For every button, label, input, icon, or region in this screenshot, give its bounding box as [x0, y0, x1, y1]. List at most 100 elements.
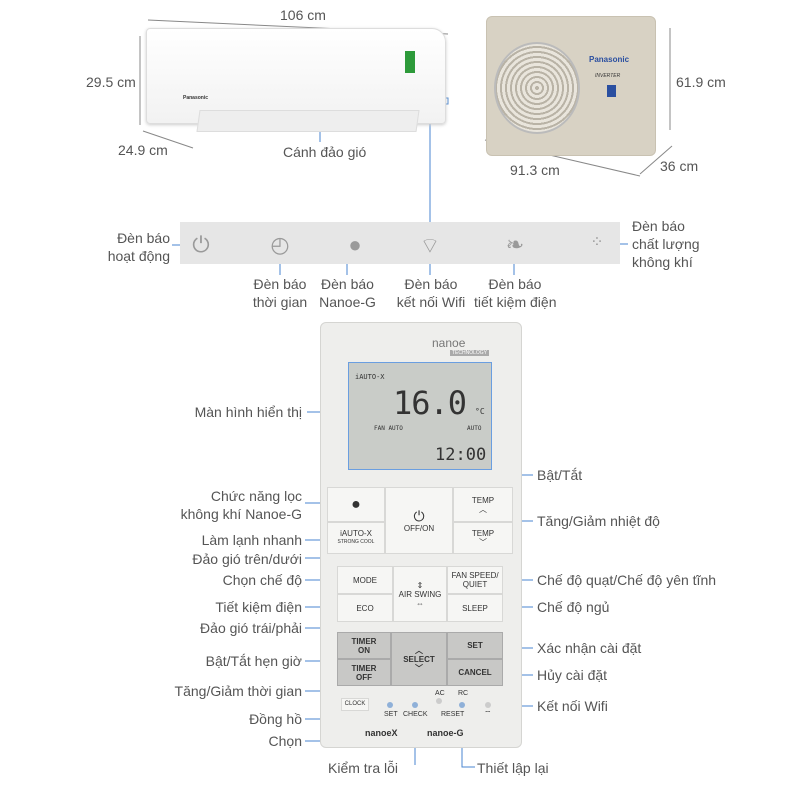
lcd-temp: 16.0 — [393, 384, 467, 422]
callout-timer: Bật/Tắt hẹn giờ — [205, 653, 302, 669]
chevron-up-icon: ︿ — [479, 504, 487, 514]
air-quality-icon: ⁘ — [590, 234, 604, 251]
check-pinhole[interactable] — [412, 702, 418, 708]
callout-nanoe-filter: Chức năng lọc không khí Nanoe-G — [180, 488, 302, 522]
outdoor-width-label: 91.3 cm — [510, 162, 560, 178]
callout-eco: Tiết kiệm điện — [215, 599, 302, 615]
lcd-unit: °C — [475, 407, 485, 416]
nanoe-g-logo: nanoe-G — [427, 728, 464, 738]
callout-temp: Tăng/Giảm nhiệt độ — [537, 513, 660, 529]
select-up-icon: ︿ — [415, 645, 423, 655]
temp-up-label: TEMP — [471, 495, 495, 505]
vane-label: Cánh đảo gió — [283, 144, 367, 160]
lcd-time: 12:00 — [435, 445, 487, 465]
nanoe-icon: ● — [348, 232, 362, 257]
indoor-brand: Panasonic — [183, 95, 209, 101]
badge-icon — [607, 85, 616, 97]
callout-select: Chọn — [268, 733, 302, 749]
air-vane — [196, 110, 420, 132]
callout-time-adjust: Tăng/Giảm thời gian — [174, 683, 302, 699]
select-button[interactable]: ︿SELECT﹀ — [391, 632, 447, 686]
select-down-icon: ﹀ — [415, 663, 423, 673]
air-swing-button[interactable]: ⇕AIR SWING⇔ — [393, 566, 447, 622]
wifi-small-icon: ⌔ — [484, 709, 492, 718]
fan-speed-button[interactable]: FAN SPEED/ QUIET — [447, 566, 503, 594]
lcd-swing: AUTO — [467, 425, 482, 432]
set-pinhole[interactable] — [387, 702, 393, 708]
cancel-button[interactable]: CANCEL — [447, 659, 503, 686]
eco-indicator-label: Đèn báo tiết kiệm điện — [474, 276, 557, 310]
indoor-unit: Panasonic — [146, 28, 446, 124]
temp-down-label: TEMP — [471, 529, 495, 538]
callout-check: Kiểm tra lỗi — [328, 760, 399, 776]
outdoor-brand: Panasonic — [589, 55, 630, 64]
check-label: CHECK — [403, 711, 428, 718]
temp-down-button[interactable]: TEMP﹀ — [453, 522, 513, 554]
callout-set: Xác nhận cài đặt — [537, 640, 642, 656]
outdoor-depth-label: 36 cm — [660, 158, 699, 174]
select-label: SELECT — [403, 654, 435, 664]
leaf-icon: ❧ — [505, 232, 525, 257]
nanoe-indicator-label: Đèn báo Nanoe-G — [319, 276, 376, 310]
timer-icon: ◴ — [270, 232, 290, 257]
lcd-screen: iAUTO-X 16.0 °C FAN AUTO AUTO 12:00 — [348, 362, 492, 470]
remote-logo-sub: TECHNOLOGY — [450, 350, 490, 356]
timer-indicator-label: Đèn báo thời gian — [252, 276, 308, 310]
timer-on-button[interactable]: TIMER ON — [337, 632, 391, 659]
rc-label: RC — [458, 690, 469, 697]
power-indicator-label: Đèn báo hoạt động — [107, 230, 170, 264]
callout-sleep: Chế độ ngủ — [537, 599, 610, 615]
energy-label-icon — [405, 51, 415, 73]
reset-label: RESET — [441, 711, 465, 718]
ac-reset-pinhole[interactable] — [436, 698, 442, 704]
swing-updown-icon: ⇕ — [416, 580, 424, 590]
swing-leftright-icon: ⇔ — [416, 598, 424, 608]
sleep-button[interactable]: SLEEP — [447, 594, 503, 622]
indoor-height-label: 29.5 cm — [86, 74, 136, 90]
indoor-width-label: 106 cm — [280, 7, 326, 23]
set-small-label: SET — [384, 711, 398, 718]
air-quality-indicator-label: Đèn báo chất lượng không khí — [632, 218, 700, 270]
power-button-icon: ⏻ — [413, 508, 425, 524]
iauto-x-label: iAUTO-X — [340, 529, 372, 538]
set-button[interactable]: SET — [447, 632, 503, 659]
air-swing-label: AIR SWING — [398, 589, 442, 599]
callout-reset: Thiết lập lại — [477, 760, 549, 776]
callout-display: Màn hình hiển thị — [194, 404, 302, 420]
clock-button[interactable]: CLOCK — [341, 698, 369, 711]
indicator-panel — [180, 222, 620, 264]
remote-logo: nanoe — [432, 336, 466, 350]
callout-fan-speed: Chế độ quạt/Chế độ yên tĩnh — [537, 572, 717, 588]
power-icon: ⏻ — [192, 232, 210, 257]
eco-button[interactable]: ECO — [337, 594, 393, 622]
lcd-mode: iAUTO-X — [355, 373, 385, 381]
nanoe-button[interactable]: ● — [327, 487, 385, 522]
outdoor-height-label: 61.9 cm — [676, 74, 726, 90]
wifi-led — [485, 702, 491, 708]
timer-off-button[interactable]: TIMER OFF — [337, 659, 391, 686]
off-on-button[interactable]: ⏻OFF/ON — [385, 487, 453, 554]
callout-mode: Chọn chế độ — [222, 572, 302, 588]
lcd-fan: FAN AUTO — [374, 425, 403, 432]
indoor-depth-label: 24.9 cm — [118, 142, 168, 158]
wifi-indicator-label: Đèn báo kết nối Wifi — [396, 276, 466, 310]
rc-reset-pinhole[interactable] — [459, 702, 465, 708]
temp-up-button[interactable]: TEMP︿ — [453, 487, 513, 522]
callout-swing-updown: Đảo gió trên/dưới — [192, 551, 302, 567]
inverter-label: INVERTER — [595, 73, 621, 79]
callout-on-off: Bật/Tắt — [537, 467, 583, 483]
fan-grille-icon — [494, 42, 580, 134]
mode-button[interactable]: MODE — [337, 566, 393, 594]
callout-cancel: Hủy cài đặt — [537, 667, 608, 683]
callout-swing-leftright: Đảo gió trái/phải — [200, 620, 302, 636]
off-on-label: OFF/ON — [403, 524, 435, 533]
strong-cool-label: STRONG COOL — [337, 539, 375, 545]
callout-wifi: Kết nối Wifi — [537, 698, 608, 714]
callout-strong-cool: Làm lạnh nhanh — [201, 532, 302, 548]
wifi-icon: ⌔ — [419, 233, 441, 258]
chevron-down-icon: ﹀ — [479, 538, 487, 547]
nanoe-x-logo: nanoeX — [365, 728, 398, 738]
ac-label: AC — [435, 690, 445, 697]
callout-clock: Đồng hồ — [249, 711, 302, 727]
